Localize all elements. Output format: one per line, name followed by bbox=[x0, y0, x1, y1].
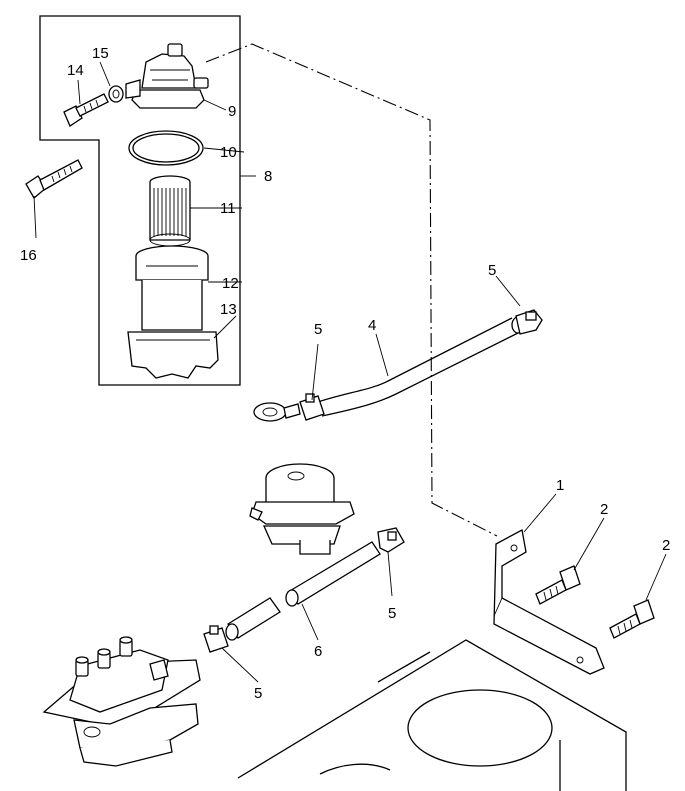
label-2-upper: 2 bbox=[600, 501, 608, 518]
bracket-1 bbox=[493, 529, 605, 675]
label-11: 11 bbox=[220, 200, 236, 217]
label-5-upper-right: 5 bbox=[488, 262, 496, 279]
o-ring-10 bbox=[128, 130, 204, 166]
bolt-2-upper bbox=[535, 565, 581, 605]
banjo-fitting bbox=[253, 402, 301, 422]
label-16: 16 bbox=[20, 247, 37, 264]
engine-block bbox=[237, 639, 627, 791]
label-5-left: 5 bbox=[314, 321, 322, 338]
label-5-right-mid: 5 bbox=[388, 605, 396, 622]
label-6: 6 bbox=[314, 643, 322, 660]
label-10: 10 bbox=[220, 144, 237, 161]
retaining-ring-13 bbox=[127, 331, 219, 379]
label-13: 13 bbox=[220, 301, 237, 318]
hose-clamp-upper-right bbox=[515, 309, 543, 335]
fuel-pump bbox=[249, 463, 355, 555]
label-8: 8 bbox=[264, 168, 272, 185]
hose-4 bbox=[317, 316, 525, 417]
label-15: 15 bbox=[92, 45, 109, 62]
injection-pump bbox=[42, 636, 201, 767]
label-2-lower: 2 bbox=[662, 537, 670, 554]
bolt-14 bbox=[63, 93, 109, 127]
leader-lines bbox=[33, 61, 667, 683]
filter-bowl-12 bbox=[135, 245, 209, 331]
hose-6 bbox=[225, 541, 381, 641]
label-9: 9 bbox=[228, 103, 236, 120]
filter-head bbox=[125, 43, 209, 109]
label-14: 14 bbox=[67, 62, 84, 79]
hose-clamp-lower-left bbox=[203, 625, 229, 653]
label-12: 12 bbox=[222, 275, 239, 292]
label-1: 1 bbox=[556, 477, 564, 494]
label-4: 4 bbox=[368, 317, 376, 334]
washer-15 bbox=[108, 85, 124, 103]
label-5-lower-left: 5 bbox=[254, 685, 262, 702]
hose-clamp-right-mid bbox=[377, 527, 405, 553]
filter-assembly-frame bbox=[39, 15, 241, 386]
bolt-2-lower bbox=[609, 599, 655, 639]
fuel-line-routing-dashdot bbox=[205, 43, 498, 537]
filter-element-11 bbox=[149, 175, 191, 247]
bolt-16 bbox=[25, 159, 83, 199]
